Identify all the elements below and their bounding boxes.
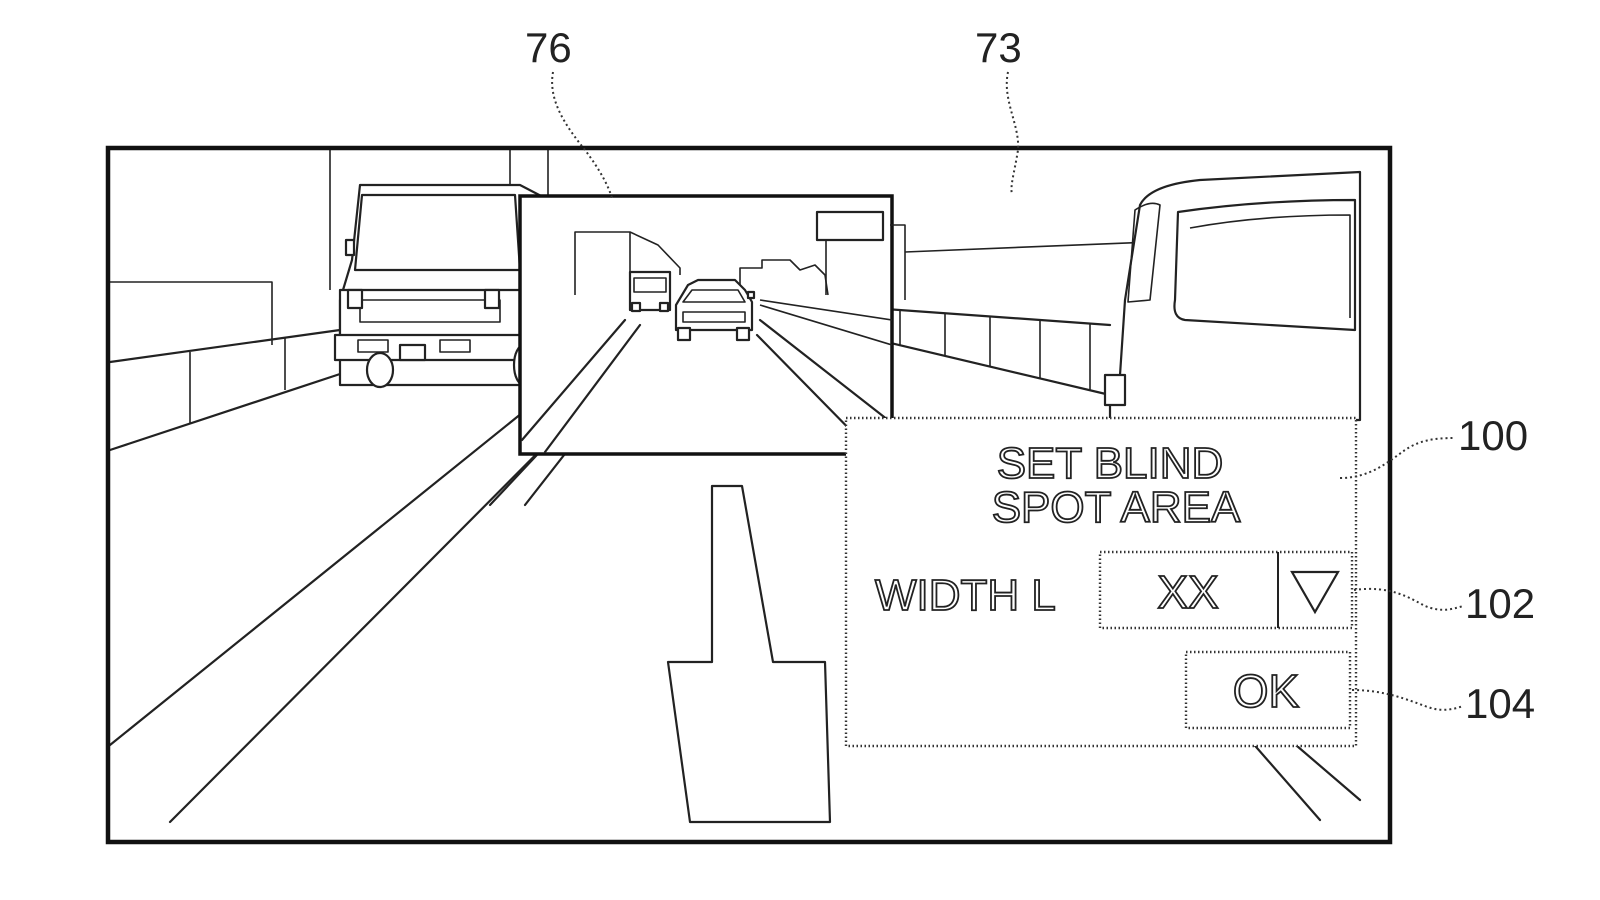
- ref-label-102: 102: [1465, 580, 1535, 627]
- ref-label-76: 76: [525, 24, 572, 71]
- ok-label: OK: [1233, 665, 1300, 717]
- dialog-title-line1: SET BLIND: [997, 439, 1224, 488]
- width-label: WIDTH L: [875, 571, 1056, 620]
- triangle-down-icon[interactable]: [1290, 570, 1340, 615]
- reference-annotations: 76 73 100 102 104: [525, 24, 1535, 727]
- far-view-overlay-76: [518, 194, 906, 456]
- ref-label-73: 73: [975, 24, 1022, 71]
- ref-label-100: 100: [1458, 412, 1528, 459]
- bus-right: [1103, 170, 1362, 422]
- blind-spot-dialog-100: SET BLIND SPOT AREA WIDTH L XX OK: [844, 416, 1358, 748]
- camera-view-scene: SET BLIND SPOT AREA WIDTH L XX OK: [108, 150, 1362, 824]
- ref-label-104: 104: [1465, 680, 1535, 727]
- width-value: XX: [1157, 566, 1218, 618]
- ok-button-104[interactable]: OK: [1184, 650, 1352, 730]
- display-frame-73: [105, 145, 1393, 845]
- width-selector-102[interactable]: XX: [1098, 550, 1354, 630]
- dialog-title-line2: SPOT AREA: [992, 483, 1241, 532]
